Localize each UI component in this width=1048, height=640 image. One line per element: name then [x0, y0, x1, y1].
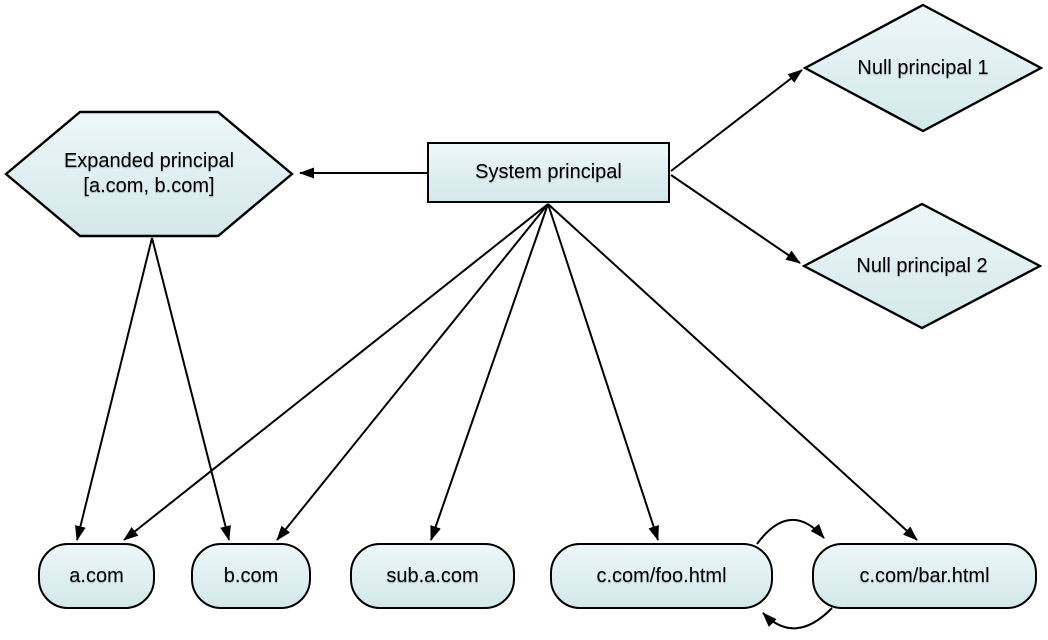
null-principal-1-label: Null principal 1: [857, 56, 989, 79]
diamond-shape: [802, 202, 1042, 330]
diamond-shape: [803, 3, 1043, 133]
node-null-principal-2: Null principal 2: [802, 202, 1042, 330]
edge-expanded-to-b-com: [151, 237, 231, 541]
expanded-principal-label-line2: [a.com, b.com]: [83, 175, 215, 197]
node-sub-a-com: sub.a.com: [350, 543, 515, 609]
node-null-principal-1: Null principal 1: [803, 3, 1043, 133]
edge-system-to-a-com: [123, 203, 549, 541]
edge-system-to-null1: [670, 69, 803, 172]
expanded-principal-label: Expanded principal [a.com, b.com]: [64, 149, 234, 199]
hexagon-shape: [4, 110, 294, 238]
null-principal-2-label: Null principal 2: [856, 254, 988, 277]
edge-c-com-bar-to-foo-curved: [762, 607, 833, 630]
a-com-label: a.com: [69, 564, 124, 587]
edge-system-to-c-com-bar: [547, 203, 918, 541]
sub-a-com-label: sub.a.com: [386, 564, 479, 587]
b-com-label: b.com: [223, 564, 279, 587]
edge-expanded-to-a-com: [75, 237, 153, 541]
edge-system-to-sub-a-com: [430, 203, 549, 541]
node-c-com-bar-html: c.com/bar.html: [812, 543, 1037, 609]
edge-system-to-null2: [670, 174, 801, 264]
node-system-principal: System principal: [427, 142, 670, 203]
edge-c-com-foo-to-bar-curved: [756, 519, 825, 545]
expanded-principal-label-line1: Expanded principal: [63, 150, 235, 172]
node-expanded-principal: Expanded principal [a.com, b.com]: [4, 110, 294, 238]
node-b-com: b.com: [191, 543, 311, 609]
edge-system-to-c-com-foo: [547, 203, 659, 541]
c-com-foo-html-label: c.com/foo.html: [596, 564, 727, 587]
edge-system-to-b-com: [276, 203, 549, 541]
c-com-bar-html-label: c.com/bar.html: [859, 564, 990, 587]
system-principal-label: System principal: [475, 161, 622, 183]
node-a-com: a.com: [38, 543, 155, 609]
node-c-com-foo-html: c.com/foo.html: [550, 543, 773, 609]
